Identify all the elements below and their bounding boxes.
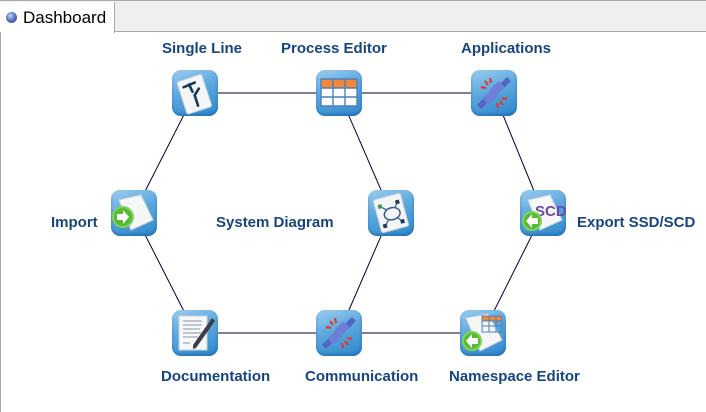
namespace-editor-button[interactable]: [460, 310, 506, 356]
applications-button[interactable]: [471, 70, 517, 116]
documentation-label[interactable]: Documentation: [161, 368, 271, 385]
plug-disconnect-icon: [316, 310, 362, 356]
documentation-button[interactable]: [172, 310, 218, 356]
tab-bar: Dashboard: [0, 0, 706, 33]
tab-dashboard[interactable]: Dashboard: [0, 2, 115, 33]
document-pen-icon: [172, 310, 218, 356]
table-grid-icon: [316, 70, 362, 116]
import-button[interactable]: [111, 190, 157, 236]
system-diagram-label[interactable]: System Diagram: [216, 214, 334, 231]
scd-icon-text: SCD: [535, 203, 566, 220]
diagram-document-icon: [368, 190, 414, 236]
process-editor-button[interactable]: [316, 70, 362, 116]
process-editor-label[interactable]: Process Editor: [281, 40, 387, 57]
panel-border: [0, 32, 1, 412]
single-line-label[interactable]: Single Line: [162, 40, 243, 57]
namespace-table-icon: [460, 310, 506, 356]
import-document-icon: [111, 190, 157, 236]
tab-label: Dashboard: [23, 7, 107, 27]
applications-label[interactable]: Applications: [461, 40, 552, 57]
namespace-editor-label[interactable]: Namespace Editor: [449, 368, 580, 385]
communication-label[interactable]: Communication: [305, 368, 419, 385]
plug-disconnect-icon: [471, 70, 517, 116]
export-scd-icon: SCD: [520, 190, 566, 236]
single-line-icon: [172, 70, 218, 116]
single-line-button[interactable]: [172, 70, 218, 116]
dashboard-globe-icon: [6, 12, 17, 23]
system-diagram-button[interactable]: [368, 190, 414, 236]
communication-button[interactable]: [316, 310, 362, 356]
export-ssd-scd-label[interactable]: Export SSD/SCD: [577, 214, 696, 231]
export-ssd-scd-button[interactable]: SCD: [520, 190, 566, 236]
import-label[interactable]: Import: [51, 214, 98, 231]
